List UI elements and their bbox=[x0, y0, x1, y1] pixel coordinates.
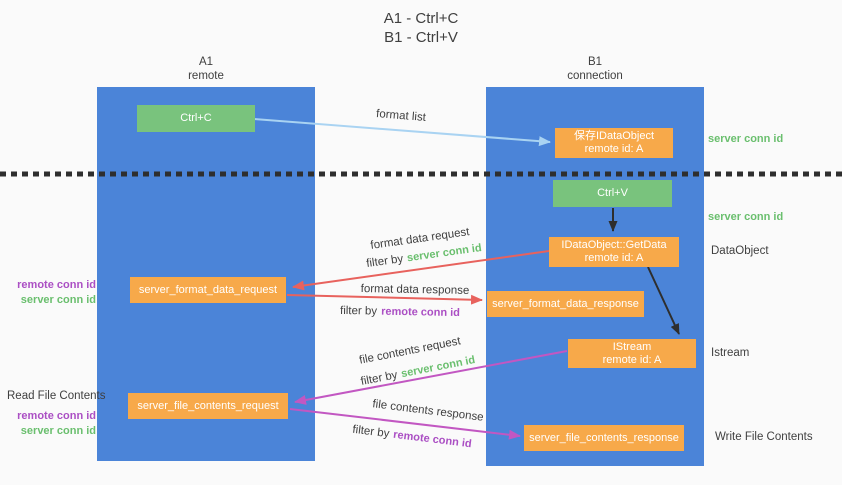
server-conn-id-annotation-1: server conn id bbox=[708, 133, 784, 145]
server-conn-id-annotation: server conn id bbox=[20, 294, 96, 306]
format-data-response-label: format data response bbox=[361, 283, 470, 297]
server-conn-id-annotation-2: server conn id bbox=[708, 211, 784, 223]
ctrl-c-node: Ctrl+C bbox=[137, 105, 255, 132]
lifeline-a1-role: remote bbox=[188, 70, 224, 82]
save-idataobject-node: 保存IDataObject remote id: A bbox=[555, 128, 673, 158]
lifeline-b1-role: connection bbox=[567, 70, 623, 82]
server-format-data-response-node: server_format_data_response bbox=[487, 291, 644, 317]
filter-by-text: filter by bbox=[351, 423, 391, 441]
title-line-1: A1 - Ctrl+C bbox=[383, 10, 459, 27]
server-file-contents-request-node: server_file_contents_request bbox=[128, 393, 288, 419]
server-format-data-request-node: server_format_data_request bbox=[130, 277, 286, 303]
istream-title: IStream bbox=[612, 340, 652, 353]
server-file-contents-response-node: server_file_contents_response bbox=[524, 425, 684, 451]
dataobject-annotation: DataObject bbox=[711, 245, 769, 257]
file-contents-response-label: file contents response bbox=[372, 398, 485, 424]
remote-conn-id-annotation: remote conn id bbox=[17, 410, 96, 422]
diagram-title: A1 - Ctrl+C B1 - Ctrl+V bbox=[0, 9, 842, 47]
file-contents-response-text: file contents response bbox=[371, 398, 485, 424]
server-conn-id-annotation: server conn id bbox=[20, 425, 96, 437]
istream-node: IStream remote id: A bbox=[568, 339, 696, 368]
istream-remote-id: remote id: A bbox=[602, 353, 662, 366]
lifeline-header-a1: A1 remote bbox=[136, 55, 276, 83]
format-list-label: format list bbox=[376, 108, 427, 124]
getdata-title: IDataObject::GetData bbox=[561, 239, 667, 251]
title-line-2: B1 - Ctrl+V bbox=[384, 29, 458, 46]
filter-by-text: filter by bbox=[339, 304, 378, 318]
filter-by-remote-conn-id-label-2: filter by remote conn id bbox=[352, 424, 472, 451]
conn-id-stack-bottom: remote conn id server conn id bbox=[0, 409, 96, 439]
filter-by-text: filter by bbox=[359, 369, 399, 388]
server-format-data-request-label: server_format_data_request bbox=[138, 283, 278, 296]
conn-id-stack-mid: remote conn id server conn id bbox=[0, 278, 96, 308]
ctrl-c-label: Ctrl+C bbox=[180, 112, 212, 124]
ctrl-v-label: Ctrl+V bbox=[597, 187, 628, 199]
format-data-response-text: format data response bbox=[360, 283, 470, 297]
format-list-text: format list bbox=[375, 108, 427, 124]
server-format-data-response-label: server_format_data_response bbox=[492, 297, 639, 310]
istream-annotation: Istream bbox=[711, 347, 750, 359]
server-file-contents-request-label: server_file_contents_request bbox=[137, 399, 279, 412]
lifeline-a1-name: A1 bbox=[198, 56, 214, 68]
lifeline-header-b1: B1 connection bbox=[525, 55, 665, 83]
filter-by-remote-conn-id-label-1: filter by remote conn id bbox=[340, 305, 460, 319]
read-file-contents-annotation: Read File Contents bbox=[7, 390, 106, 402]
remote-conn-id-key: remote conn id bbox=[392, 428, 473, 451]
server-file-contents-response-label: server_file_contents_response bbox=[529, 431, 679, 444]
ctrl-v-node: Ctrl+V bbox=[553, 180, 672, 207]
server-conn-id-key: server conn id bbox=[400, 354, 477, 381]
getdata-node: IDataObject::GetData remote id: A bbox=[549, 237, 679, 267]
getdata-remote-id: remote id: A bbox=[584, 252, 644, 264]
remote-conn-id-annotation: remote conn id bbox=[17, 279, 96, 291]
filter-by-text: filter by bbox=[365, 252, 404, 271]
save-idataobject-title: 保存IDataObject bbox=[573, 130, 655, 142]
remote-conn-id-key: remote conn id bbox=[381, 305, 461, 320]
lifeline-b1-name: B1 bbox=[587, 56, 603, 68]
save-idataobject-remote-id: remote id: A bbox=[584, 143, 644, 155]
write-file-contents-annotation: Write File Contents bbox=[715, 431, 813, 443]
